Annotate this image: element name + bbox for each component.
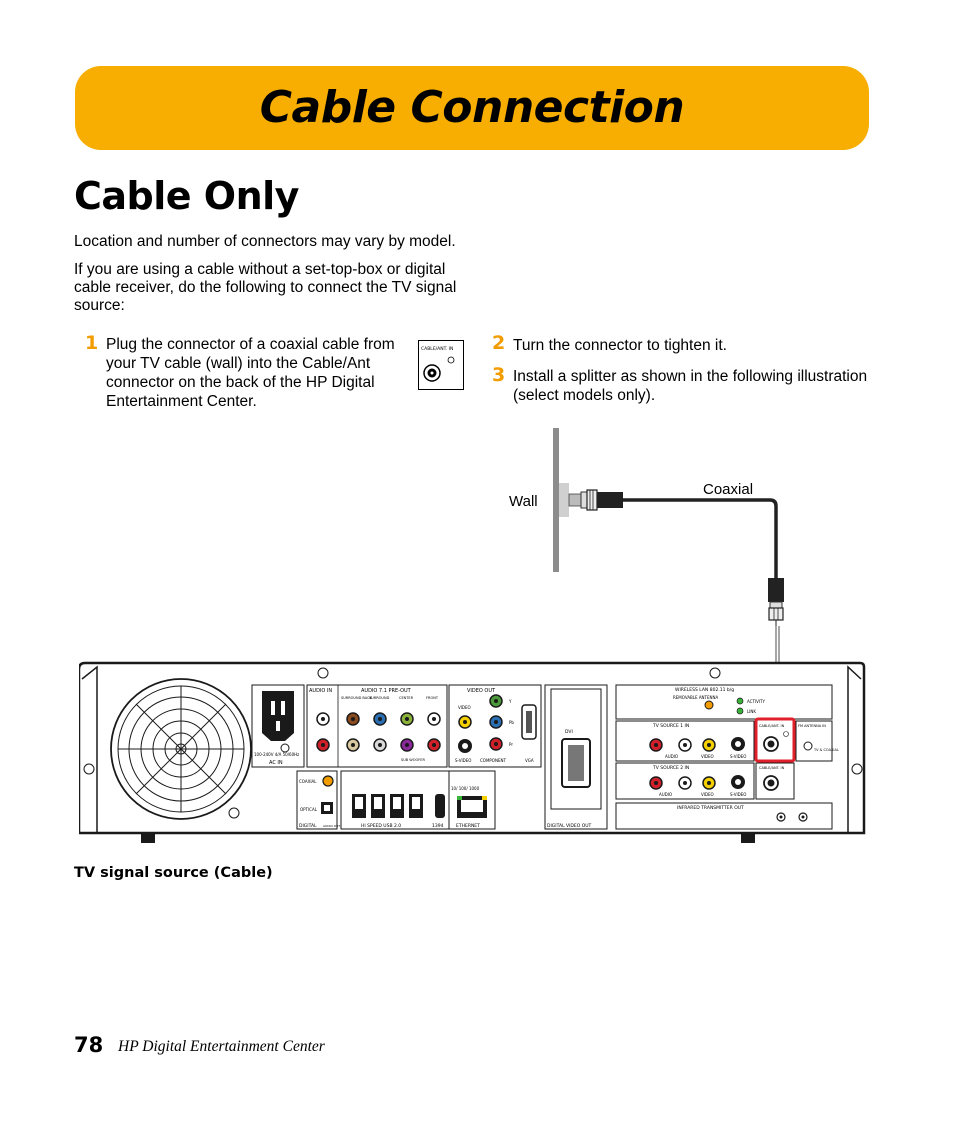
usb-label: HI SPEED USB 2.0 [361, 823, 401, 829]
ac-in-label: AC IN [269, 760, 283, 766]
back-panel-illustration: 100-240V 4/A 50/60Hz AC IN AUDIO IN AUDI… [79, 661, 866, 843]
cable-ant-inset-illustration: CABLE/ANT. IN [418, 340, 464, 390]
optical-label: OPTICAL [300, 807, 318, 812]
step-number: 1 [85, 332, 99, 354]
component-label: COMPONENT [480, 758, 506, 763]
tv-coaxial-label: TV & COAXIAL [813, 748, 839, 752]
pr-label: Pr [509, 742, 513, 747]
ethernet-speed-label: 10/ 100/ 1000 [451, 786, 480, 791]
coaxial-label: Coaxial [703, 481, 754, 498]
video-out-label: VIDEO OUT [467, 688, 496, 694]
intro-line: If you are using a cable without a set-t… [74, 261, 446, 278]
tv-source-1-label: TV SOURCE 1 IN [652, 723, 689, 729]
intro-line: source: [74, 297, 125, 314]
tv2-svideo-label: S-VIDEO [730, 792, 746, 797]
surround-label: SURROUND [369, 696, 390, 700]
title-banner: Cable Connection [75, 66, 869, 150]
page-title: Cable Connection [259, 82, 685, 133]
surround-back-label: SURROUND BACK [341, 696, 373, 700]
link-label: LINK [747, 709, 756, 714]
front-label: FRONT [426, 696, 439, 700]
step-line: Plug the connector of a coaxial cable fr… [106, 336, 395, 353]
wall-label: Wall [509, 493, 538, 510]
step-line: your TV cable (wall) into the Cable/Ant [106, 355, 371, 372]
vga-label: VGA [525, 758, 534, 763]
wall [553, 428, 559, 572]
footer-title: HP Digital Entertainment Center [118, 1038, 325, 1055]
dvo-label: DIGITAL VIDEO OUT [547, 823, 592, 829]
section-title: Cable Only [74, 174, 299, 218]
step-line: connector on the back of the HP Digital [106, 374, 375, 391]
voltage-label: 100-240V 4/A 50/60Hz [254, 752, 299, 757]
tv2-audio-label: AUDIO [659, 792, 672, 797]
center-label: CENTER [399, 696, 414, 700]
audio-out-label: AUDIO 7.1 PRE-OUT [361, 688, 412, 694]
page-number: 78 [74, 1033, 104, 1057]
coaxial-audio-label: COAXIAL [299, 779, 317, 784]
digital-label: DIGITAL [299, 823, 317, 829]
audio-jacks [316, 712, 441, 752]
tv-source-2-label: TV SOURCE 2 IN [652, 765, 689, 771]
step-number: 3 [492, 364, 506, 386]
fm-antenna-label: FM ANTENNA IN [798, 724, 826, 728]
audio-out-small-label: AUDIO OUT [323, 824, 340, 828]
y-label: Y [508, 699, 512, 704]
usb-ports [352, 794, 423, 818]
cable-ant-in-label: CABLE/ANT. IN [759, 724, 785, 728]
audio-in-label: AUDIO IN [309, 688, 332, 694]
coaxial-cable [623, 498, 778, 580]
figure-caption: TV signal source (Cable) [74, 865, 273, 881]
wall-coax-illustration [553, 428, 784, 663]
ethernet-label: ETHERNET [456, 823, 480, 829]
fan-grille [110, 678, 252, 820]
tv1-video-label: VIDEO [701, 754, 714, 759]
step-line: Install a splitter as shown in the follo… [513, 368, 868, 385]
tv1-svideo-label: S-VIDEO [730, 754, 746, 759]
intro-line: cable receiver, do the following to conn… [74, 279, 457, 296]
svideo-label: S-VIDEO [455, 758, 471, 763]
dvi-label: DVI [565, 729, 573, 735]
inset-label: CABLE/ANT. IN [421, 346, 453, 352]
cable-ant-in-2-label: CABLE/ANT. IN [759, 766, 785, 770]
ir-out-label: INFRARED TRANSMITTER OUT [677, 805, 744, 811]
firewire-label: 1394 [432, 823, 444, 829]
wireless-label: WIRELESS LAN 802.11 b/g [675, 687, 734, 693]
ac-power-connector [262, 691, 294, 741]
tv2-video-label: VIDEO [701, 792, 714, 797]
intro-note: Location and number of connectors may va… [74, 233, 456, 250]
video-label: VIDEO [458, 705, 471, 710]
subwoofer-label: SUB WOOFER [401, 758, 425, 762]
step-number: 2 [492, 332, 506, 354]
step-line: Entertainment Center. [106, 393, 257, 410]
step-line: (select models only). [513, 387, 656, 404]
tv1-audio-label: AUDIO [665, 754, 678, 759]
activity-label: ACTIVITY [747, 699, 765, 704]
step-line: Turn the connector to tighten it. [513, 337, 727, 354]
removable-antenna-label: REMOVABLE ANTENNA [673, 695, 719, 700]
pb-label: Pb [509, 720, 514, 725]
